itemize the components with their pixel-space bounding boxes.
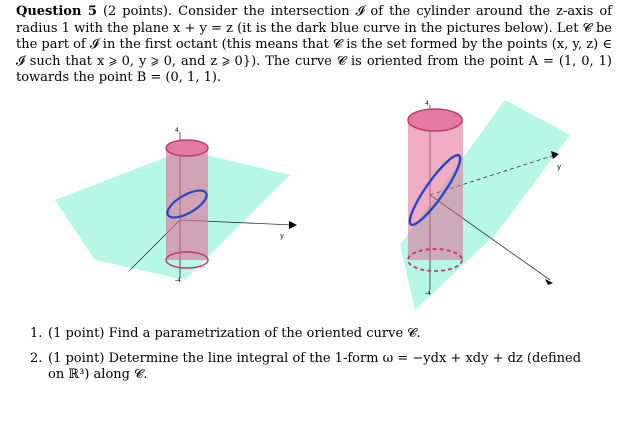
y-axis-label: y xyxy=(280,232,284,240)
figure-right: 4 y -4 xyxy=(400,100,570,310)
z-bottom-label: -4 xyxy=(175,277,181,284)
question-text: Consider the intersection 𝓘 of the cylin… xyxy=(16,4,612,85)
problem-statement: Question 5 (2 points). Consider the inte… xyxy=(16,4,612,87)
part-text: (1 point) Determine the line integral of… xyxy=(48,351,582,382)
cylinder-top xyxy=(407,108,463,132)
question-parts: 1. (1 point) Find a parametrization of t… xyxy=(30,326,590,392)
z-bottom-label: -4 xyxy=(425,290,431,297)
x-arrow xyxy=(545,279,553,285)
y-axis-label: y xyxy=(557,163,561,171)
question-points: (2 points). xyxy=(102,4,173,19)
y-arrow xyxy=(289,221,297,229)
part-text: (1 point) Find a parametrization of the … xyxy=(48,326,421,341)
z-top-label: 4 xyxy=(175,127,179,134)
intersection-curve xyxy=(408,154,462,226)
cylinder-bottom xyxy=(407,248,463,272)
cylinder-body xyxy=(408,120,463,260)
part-number: 1. xyxy=(30,326,43,341)
part-2: 2. (1 point) Determine the line integral… xyxy=(30,351,590,383)
cylinder-top xyxy=(165,139,209,157)
intersection-curve xyxy=(166,189,208,219)
part-number: 2. xyxy=(30,351,43,366)
z-top-label: 4 xyxy=(425,100,429,107)
figure-left: 4 y -4 xyxy=(55,127,297,284)
cylinder-bottom xyxy=(165,251,209,269)
y-arrow xyxy=(551,151,559,159)
part-1: 1. (1 point) Find a parametrization of t… xyxy=(30,326,590,342)
question-heading: Question 5 xyxy=(16,4,97,19)
